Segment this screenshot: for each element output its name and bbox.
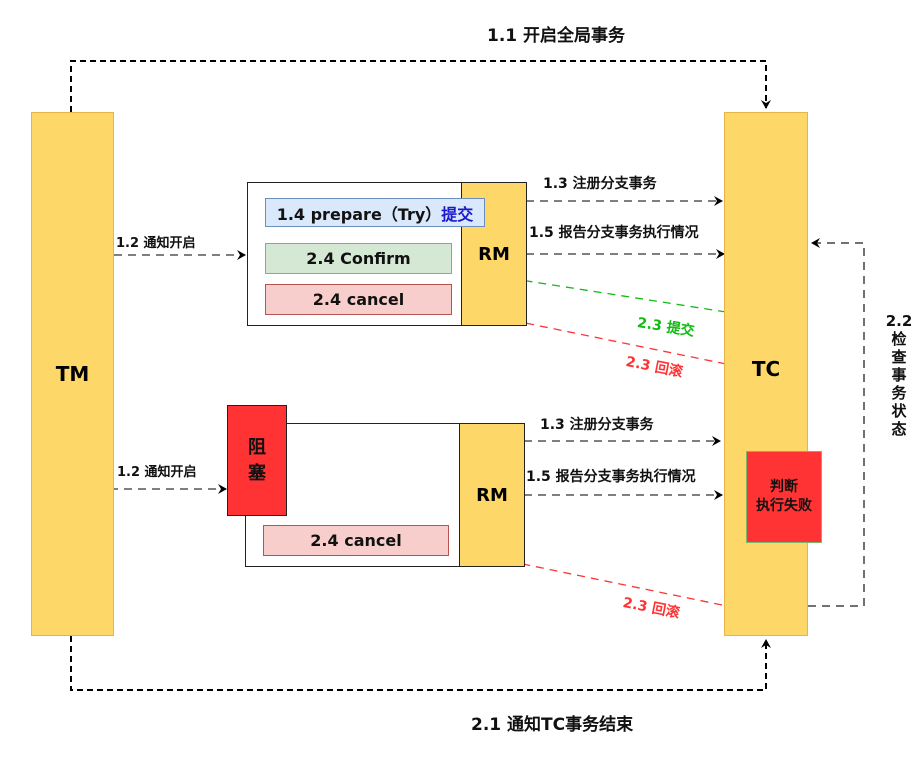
check-status-char: 务 bbox=[891, 384, 907, 402]
lower-cancel-box[interactable]: 2.4 cancel bbox=[263, 525, 449, 556]
upper-rm-node[interactable]: RM bbox=[461, 182, 527, 326]
blocked-char-2: 塞 bbox=[248, 462, 266, 484]
upper-cancel-label: 2.4 cancel bbox=[312, 290, 405, 309]
prepare-commit-label: 提交 bbox=[441, 204, 474, 224]
global-end-arrow bbox=[70, 636, 771, 691]
check-status-char: 查 bbox=[891, 348, 907, 366]
fail-line-2: 执行失败 bbox=[756, 498, 812, 514]
check-status-char: 态 bbox=[891, 420, 907, 438]
lower-cancel-label: 2.4 cancel bbox=[310, 531, 402, 550]
tm-node[interactable]: TM bbox=[31, 112, 114, 636]
global-start-label: 1.1 开启全局事务 bbox=[487, 26, 626, 46]
prepare-label: 1.4 prepare（Try） bbox=[276, 204, 442, 224]
tm-label: TM bbox=[55, 362, 90, 386]
prepare-box[interactable]: 1.4 prepare（Try） 提交 bbox=[265, 198, 485, 227]
tc-fail-box: 判断 执行失败 bbox=[746, 451, 822, 543]
blocked-char-1: 阻 bbox=[248, 436, 266, 458]
check-status-char: 状 bbox=[891, 402, 907, 420]
check-status-arrow bbox=[808, 238, 865, 607]
check-status-step: 2.2 bbox=[885, 312, 913, 330]
lower-rm-node[interactable]: RM bbox=[459, 423, 525, 567]
confirm-box[interactable]: 2.4 Confirm bbox=[265, 243, 452, 274]
check-status-char: 事 bbox=[891, 366, 907, 384]
tc-label: TC bbox=[751, 357, 781, 381]
check-status-label: 2.2 检 查 事 务 状 态 bbox=[882, 312, 916, 438]
lower-report-label: 1.5 报告分支事务执行情况 bbox=[526, 469, 696, 485]
upper-rollback-arrow bbox=[451, 304, 727, 365]
fail-line-1: 判断 bbox=[770, 479, 798, 495]
blocked-box: 阻 塞 bbox=[227, 405, 287, 516]
tc-node[interactable]: TC bbox=[724, 112, 808, 636]
lower-notify-label: 1.2 通知开启 bbox=[117, 465, 197, 480]
global-start-arrow bbox=[70, 60, 771, 112]
check-status-char: 检 bbox=[891, 330, 907, 348]
upper-notify-label: 1.2 通知开启 bbox=[116, 236, 196, 251]
global-end-label: 2.1 通知TC事务结束 bbox=[471, 715, 634, 735]
upper-commit-arrow bbox=[449, 265, 727, 313]
upper-register-label: 1.3 注册分支事务 bbox=[543, 176, 657, 192]
upper-cancel-box[interactable]: 2.4 cancel bbox=[265, 284, 452, 315]
upper-report-label: 1.5 报告分支事务执行情况 bbox=[529, 225, 699, 241]
lower-register-label: 1.3 注册分支事务 bbox=[540, 417, 654, 433]
confirm-label: 2.4 Confirm bbox=[306, 249, 411, 268]
lower-rm-label: RM bbox=[476, 484, 508, 506]
upper-rm-label: RM bbox=[478, 243, 510, 265]
